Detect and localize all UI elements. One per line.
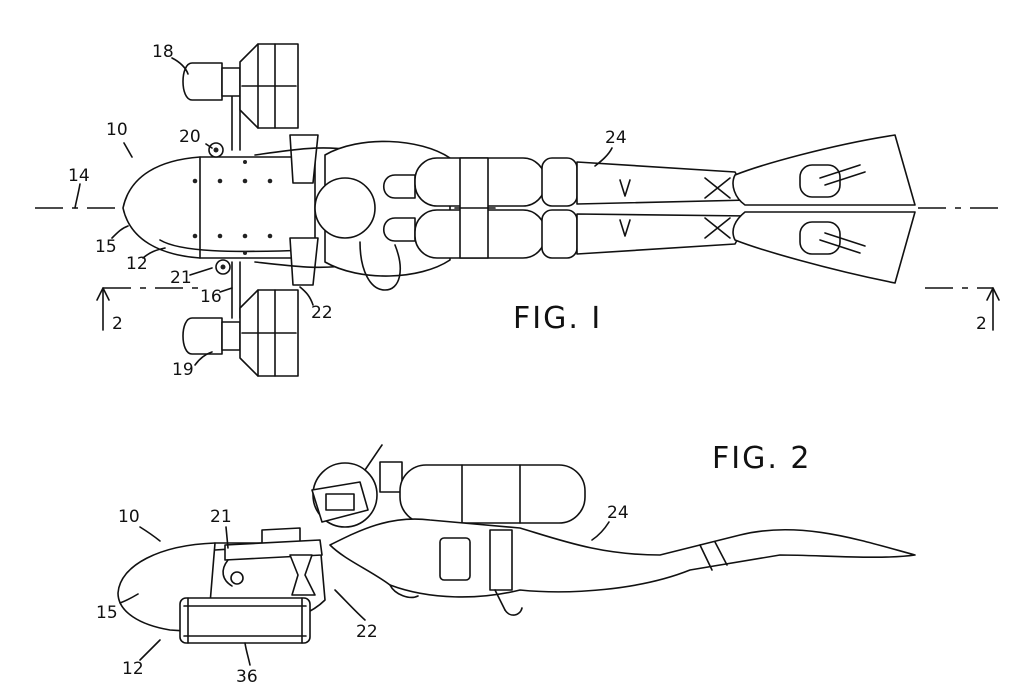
- fig1-ref-19: 19: [172, 360, 194, 380]
- fig1-ref-14: 14: [68, 166, 90, 186]
- fig2-label: FIG. 2: [712, 441, 812, 476]
- fig1-diver: [254, 140, 751, 291]
- fig2-ref-36: 36: [236, 667, 258, 687]
- fig1-drawing: 18 10 20 14 15 12 21 16 22 19 24 2 2 FIG…: [35, 42, 1000, 380]
- fig1-handles: [289, 134, 319, 286]
- fig1-fins: [732, 134, 916, 284]
- section-mark-right: 2: [976, 314, 987, 334]
- fig1-ref-22: 22: [311, 303, 333, 323]
- fig1-leader-lines: [74, 57, 613, 366]
- fig1-ref-10: 10: [106, 120, 128, 140]
- fig2-ref-24: 24: [607, 503, 629, 523]
- fig2-handle-assembly: [222, 527, 323, 596]
- fig2-ref-15: 15: [96, 603, 118, 623]
- fig1-ref-18: 18: [152, 42, 174, 62]
- fig1-label: FIG. I: [513, 301, 602, 336]
- fig2-ref-21: 21: [210, 507, 232, 527]
- fig1-ref-20: 20: [179, 127, 201, 147]
- fig2-ref-10: 10: [118, 507, 140, 527]
- fig2-ref-12: 12: [122, 659, 144, 679]
- fig2-ref-22: 22: [356, 622, 378, 642]
- fig2-battery-pack: [179, 597, 311, 644]
- fig2-diver: [311, 444, 916, 616]
- fig1-upper-thruster: [182, 43, 299, 151]
- fig1-ref-24: 24: [605, 128, 627, 148]
- fig1-vehicle-hull: [122, 156, 316, 259]
- fig1-ref-16: 16: [200, 287, 222, 307]
- fig1-section-line: [96, 287, 1000, 331]
- section-mark-left: 2: [112, 314, 123, 334]
- fig1-control-knobs: [208, 142, 231, 275]
- fig2-drawing: 10 21 24 15 22 12 36 FIG. 2: [96, 441, 916, 687]
- fig1-ref-21: 21: [170, 268, 192, 288]
- fig2-leader-lines: [119, 521, 610, 666]
- fig1-lower-thruster: [182, 261, 299, 377]
- fig1-ref-15: 15: [95, 237, 117, 257]
- fig1-ref-12: 12: [126, 254, 148, 274]
